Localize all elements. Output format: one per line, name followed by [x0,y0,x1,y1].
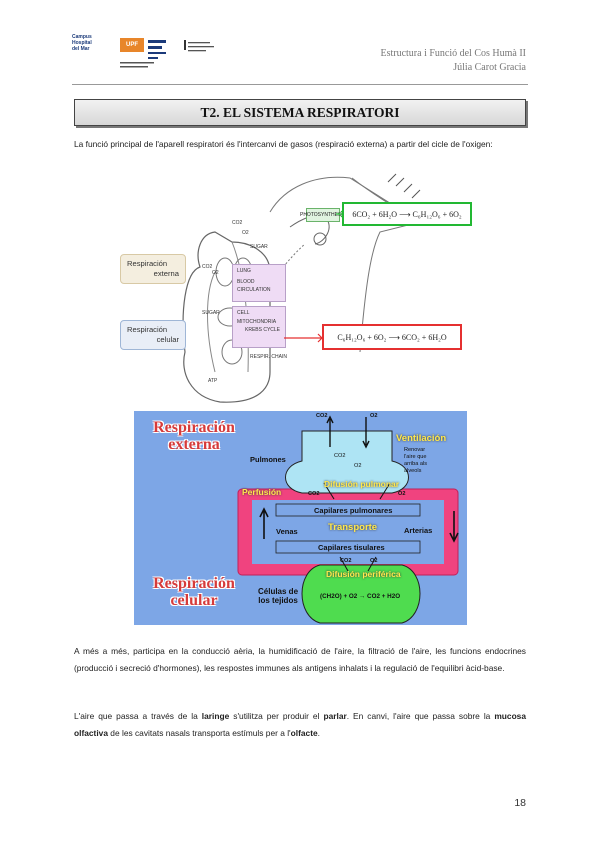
note-line: Renovar [404,447,426,453]
perfusion-label: Perfusión [242,487,282,497]
running-header: Estructura i Funció del Cos Humà II Júli… [380,47,526,75]
text-run: . En canvi, l'aire que passa sobre la [346,711,495,721]
respiration-process-drawing [237,415,459,624]
page-number: 18 [514,797,526,809]
ventilation-label: Ventilación [396,433,447,444]
external-respiration-title: Respiración externa [142,419,246,453]
lungs-label: Pulmones [250,455,286,464]
resp-chain-label: RESPIR. CHAIN [250,354,287,360]
school-logo-icon [148,40,166,59]
o2-label: O2 [370,413,378,419]
header-divider [72,84,528,85]
photosynthesis-label: PHOTOSYNTHESIS [299,212,347,218]
krebs-label: KREBS CYCLE [245,327,281,333]
o2-label: O2 [212,270,219,276]
label-line: los tejidos [258,596,298,605]
bold-term: parlar [323,711,347,721]
logo-line: Campus [72,34,92,40]
functions-paragraph: A més a més, participa en la conducció a… [74,646,526,673]
text-run: s'utilitza per produir el [229,711,324,721]
co2-label: CO2 [316,413,328,419]
larynx-paragraph: L'aire que passa a través de la laringe … [74,708,526,742]
title-line: celular [170,592,218,609]
photosynthesis-equation: 6CO₂ + 6H₂O ⟶ C₆H₁₂O₆ + 6O₂ [342,202,472,226]
co2-label: CO2 [340,558,352,564]
intro-paragraph: La funció principal de l'aparell respira… [74,139,493,149]
ventilation-note: Renovar l'aire que arriba als alveols [404,447,427,475]
ministry-logo-icon [184,40,214,52]
blood-label: BLOOD [237,279,255,285]
bold-term: olfacte [290,728,318,738]
pulmonary-diffusion-label: Difusión pulmonar [324,479,400,489]
text-run: de les cavitats nasals transporta estímu… [107,728,291,738]
co2-label: CO2 [308,491,320,497]
lung-label: LUNG [237,268,251,274]
photosynthesis-tag: PHOTOSYNTHESIS [300,208,346,222]
section-title-box: T2. EL SISTEMA RESPIRATORI [74,99,526,126]
transport-label: Transporte [328,522,378,533]
label-line: externa [153,269,179,278]
respiration-process-figure: Respiración externa Respiración celular … [134,411,467,625]
note-line: l'aire que [404,454,427,460]
text-run: L'aire que passa a través de la [74,711,202,721]
arrow-right-icon [284,333,323,343]
label-line: Respiración [127,259,168,268]
cellular-respiration-label: Respiración celular [120,320,186,350]
o2-label: O2 [354,463,362,469]
o2-label: O2 [370,558,378,564]
pulmonary-capillaries-label: Capilares pulmonares [314,506,393,515]
upf-logo: UPF [120,38,144,52]
peripheral-diffusion-label: Difusión periférica [326,569,401,579]
cellular-reaction: (CH2O) + O2 → CO2 + H2O [320,593,401,600]
note-line: arriba als [404,461,428,467]
logo-sub-caption [120,58,160,76]
logo-line: Hospital [72,40,92,46]
circulation-label: CIRCULATION [237,287,271,293]
note-line: alveols [404,468,422,474]
label-line: celular [156,335,179,344]
mitochondria-label: MITOCHONDRIA [237,319,277,325]
veins-label: Venas [276,527,298,536]
sugar-mid-label: SUGAR [202,310,220,316]
title-line: externa [168,436,220,453]
school-logo [148,38,170,62]
title-line: Respiración [153,575,235,592]
respiration-equation: C₆H₁₂O₆ + 6O₂ ⟶ 6CO₂ + 6H₂O [322,324,462,350]
co2-label: CO2 [202,264,213,270]
course-name: Estructura i Funció del Cos Humà II [380,48,526,59]
oxygen-cycle-figure: LUNG BLOOD CIRCULATION CELL MITOCHONDRIA… [120,172,472,404]
tissue-cells-label: Células de los tejidos [258,587,298,605]
atp-label: ATP [208,378,218,384]
o2-label: O2 [242,230,249,236]
author-name: Júlia Carot Gracia [453,62,526,73]
title-line: Respiración [153,419,235,436]
caption-lines-icon [120,62,154,68]
co2-label: CO2 [232,220,243,226]
campus-hospital-logo: Campus Hospital del Mar [72,34,110,66]
cell-box: CELL MITOCHONDRIA KREBS CYCLE [232,306,286,348]
logo-line: del Mar [72,46,90,52]
section-title: T2. EL SISTEMA RESPIRATORI [200,104,400,120]
o2-label: O2 [398,491,406,497]
ministry-logo [184,38,218,64]
lung-box: LUNG BLOOD CIRCULATION [232,264,286,302]
bold-term: mucosa olfactiva [74,711,526,738]
co2-label: CO2 [334,453,346,459]
text-run: . [317,728,320,738]
external-respiration-label: Respiración externa [120,254,186,284]
bold-term: laringe [201,711,230,721]
label-line: Células de [258,587,299,596]
sugar-top-label: SUGAR [250,244,268,250]
cellular-respiration-title: Respiración celular [142,575,246,609]
cell-label: CELL [237,310,250,316]
tissue-capillaries-label: Capilares tisulares [318,543,385,552]
label-line: Respiración [127,325,168,334]
arteries-label: Arterias [404,526,433,535]
upf-logo-text: UPF [126,42,138,48]
